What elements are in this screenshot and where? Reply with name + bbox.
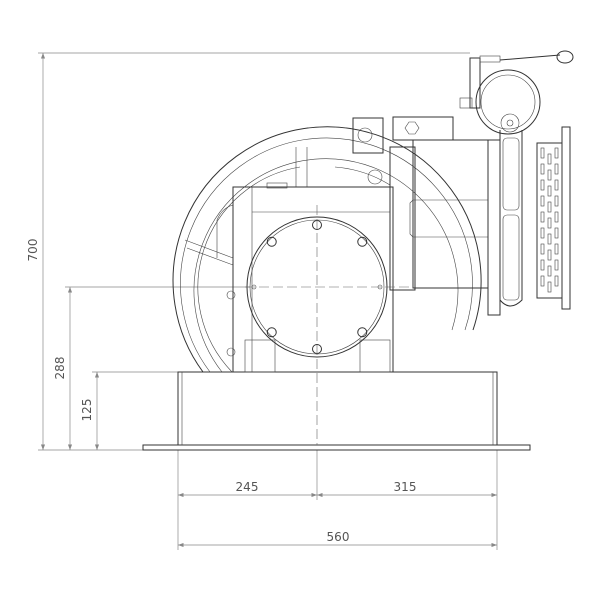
dim-315-label: 315	[394, 480, 417, 494]
brake-disc-slot	[547, 265, 552, 277]
brake-disc-slot	[554, 211, 559, 223]
flange-bolt	[357, 327, 368, 338]
brake-disc-slot	[554, 275, 559, 287]
dim-560-label: 560	[327, 530, 350, 544]
brake-disc-slot	[547, 281, 552, 293]
base-frame	[142, 371, 531, 451]
brake-disc-slot	[540, 275, 545, 287]
brake-disc-slot	[554, 179, 559, 191]
dim-125-label: 125	[80, 399, 94, 422]
brake-disc-slot	[547, 153, 552, 165]
brake-disc-slot	[547, 217, 552, 229]
brake-disc-slot	[554, 147, 559, 159]
shaft-flange	[245, 205, 410, 445]
brake-disc-slot	[540, 211, 545, 223]
dim-288-label: 288	[53, 357, 67, 380]
brake-disc-slot	[540, 147, 545, 159]
brake-disc-slot	[547, 249, 552, 261]
brake-disc-slot	[540, 195, 545, 207]
motor-body	[352, 116, 501, 316]
brake-assembly	[459, 50, 574, 307]
brake-disc-slot	[554, 195, 559, 207]
brake-disc-slot	[554, 259, 559, 271]
dim-700-label: 700	[26, 239, 40, 262]
flange-bolt	[357, 236, 368, 247]
brake-disc-slot	[547, 185, 552, 197]
dimension-lines	[38, 52, 498, 550]
flange-bolt	[266, 327, 277, 338]
brake-disc-slot	[547, 169, 552, 181]
brake-disc-slot	[540, 243, 545, 255]
brake-disc-slot	[540, 163, 545, 175]
brake-disc-slot	[540, 259, 545, 271]
brake-disc-slot	[540, 179, 545, 191]
brake-disc-slot	[547, 233, 552, 245]
gearbox-housing	[226, 182, 394, 373]
brake-disc-slot	[540, 227, 545, 239]
brake-disc-slot	[547, 201, 552, 213]
dim-245-label: 245	[236, 480, 259, 494]
flange-bolt	[266, 236, 277, 247]
brake-disc-slot	[554, 163, 559, 175]
traction-sheave	[172, 126, 482, 373]
brake-disc-slot	[554, 243, 559, 255]
brake-disc-slot	[554, 227, 559, 239]
brake-disc	[536, 126, 571, 310]
